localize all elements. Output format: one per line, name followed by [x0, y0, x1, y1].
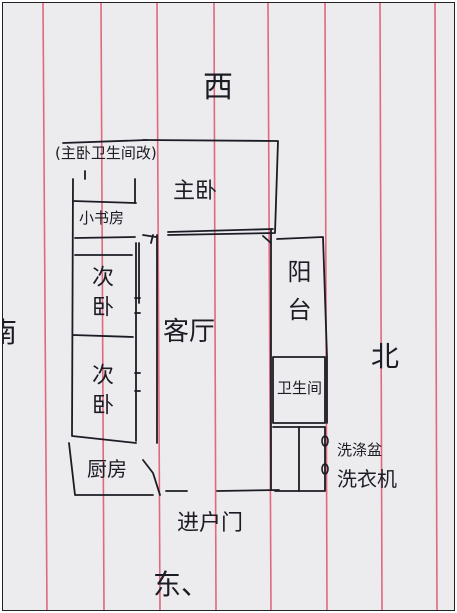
washing-machine-label: 洗衣机	[337, 467, 397, 491]
fixture-circles	[321, 435, 329, 475]
north-label: 北	[371, 340, 400, 373]
floor-plan-walls	[62, 139, 328, 496]
master-bathroom-note: (主卧卫生间改)	[55, 144, 157, 162]
balcony-label: 阳台	[283, 259, 311, 335]
kitchen-label: 厨房	[87, 457, 127, 481]
small-study-label: 小书房	[79, 209, 125, 227]
washbasin-label: 洗涤盆	[337, 441, 383, 459]
sketch-canvas	[42, 3, 438, 610]
living-room-label: 客厅	[163, 317, 216, 347]
entrance-door-label: 进户门	[177, 511, 244, 536]
east-label: 东、	[153, 568, 210, 601]
south-label: 南	[3, 319, 17, 347]
secondary-bedroom-1-label: 次卧	[88, 265, 113, 325]
master-bedroom-label: 主卧	[173, 179, 218, 204]
secondary-bedroom-2-label: 次卧	[88, 363, 113, 423]
west-label: 西	[203, 70, 233, 105]
bathroom-label: 卫生间	[277, 379, 323, 397]
